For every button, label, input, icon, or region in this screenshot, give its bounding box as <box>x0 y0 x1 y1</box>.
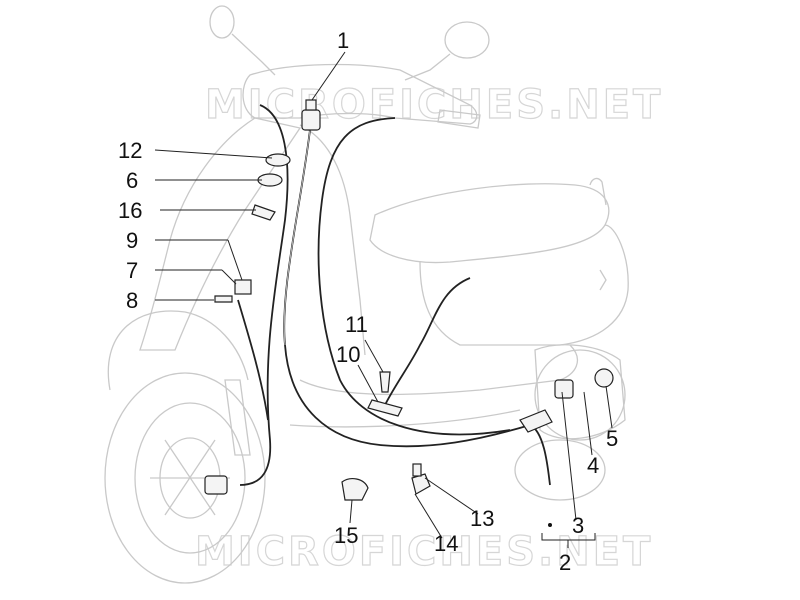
callout-6: 6 <box>126 168 138 193</box>
part-16-clamp <box>251 204 276 221</box>
leader-lines <box>154 51 613 548</box>
callout-14: 14 <box>434 531 458 556</box>
callout-1: 1 <box>337 28 349 53</box>
scooter-outline <box>104 5 629 584</box>
front-fender <box>107 310 249 391</box>
callout-15: 15 <box>334 523 358 548</box>
part-2-dot <box>548 523 552 527</box>
parts <box>204 99 614 501</box>
watermark-bottom: MICROFICHES.NET <box>195 529 653 575</box>
floorboard-lower <box>289 409 521 428</box>
part-12-clip <box>265 153 291 167</box>
callout-8: 8 <box>126 288 138 313</box>
part-3-adjuster <box>519 409 553 433</box>
leader-5 <box>605 385 613 429</box>
leader-1 <box>311 51 346 101</box>
callout-16: 16 <box>118 198 142 223</box>
watermark-top: MICROFICHES.NET <box>205 82 663 128</box>
leader-13 <box>424 477 479 515</box>
front-brake-arm <box>204 475 228 495</box>
part-13-bolt <box>412 463 422 477</box>
engine-case <box>534 344 626 440</box>
leader-15 <box>349 499 353 524</box>
front-tyre <box>104 372 266 584</box>
leader-9-b <box>227 239 243 281</box>
leader-7-b <box>221 269 237 285</box>
part-8-screw <box>214 295 233 303</box>
part-1-bracket <box>301 109 321 131</box>
floorboard <box>299 344 579 396</box>
part-5-nut <box>594 368 614 388</box>
front-fork <box>224 379 251 456</box>
rear-body <box>419 224 629 346</box>
callout-2: 2 <box>559 550 571 575</box>
callout-13: 13 <box>470 506 494 531</box>
right-grip <box>437 109 481 129</box>
part-14-plate <box>411 473 431 495</box>
part-15-clip <box>341 478 369 501</box>
seat-handle <box>589 177 607 206</box>
front-shield <box>139 117 302 351</box>
callouts: 1 2 3 4 5 6 7 8 9 10 11 12 13 14 15 16 <box>118 28 618 575</box>
rear-brake-cable <box>384 277 471 406</box>
speedometer-cable <box>283 129 531 448</box>
part-10-clamp <box>367 399 403 417</box>
rear-tyre <box>514 439 606 501</box>
leader-12 <box>154 149 273 159</box>
rear-hub <box>534 349 626 441</box>
headset <box>242 63 478 125</box>
callout-4: 4 <box>587 453 599 478</box>
leg-shield <box>299 124 366 356</box>
leader-14 <box>414 493 443 539</box>
throttle-cable <box>317 117 511 436</box>
part-7-bracket <box>234 279 252 295</box>
cables <box>237 104 551 486</box>
callout-10: 10 <box>336 342 360 367</box>
callout-5: 5 <box>606 426 618 451</box>
leader-11 <box>364 339 384 373</box>
callout-9: 9 <box>126 228 138 253</box>
tail-light <box>599 269 607 291</box>
callout-7: 7 <box>126 258 138 283</box>
part-4-sleeve <box>554 379 574 399</box>
seat <box>369 183 610 264</box>
left-mirror <box>209 5 235 39</box>
part-11-screw <box>379 371 391 393</box>
front-cable-branch <box>237 299 269 421</box>
leader-4 <box>583 391 593 456</box>
callout-3: 3 <box>572 513 584 538</box>
front-rim <box>134 402 246 554</box>
callout-11: 11 <box>345 312 368 337</box>
right-mirror <box>444 21 490 59</box>
callout-12: 12 <box>118 138 142 163</box>
part-1-cap <box>305 99 317 111</box>
leader-3 <box>561 391 577 521</box>
speedometer-cable-core <box>283 129 311 346</box>
leader-10 <box>357 364 379 403</box>
front-brake-cable <box>239 104 289 486</box>
left-mirror-stem <box>231 33 276 76</box>
